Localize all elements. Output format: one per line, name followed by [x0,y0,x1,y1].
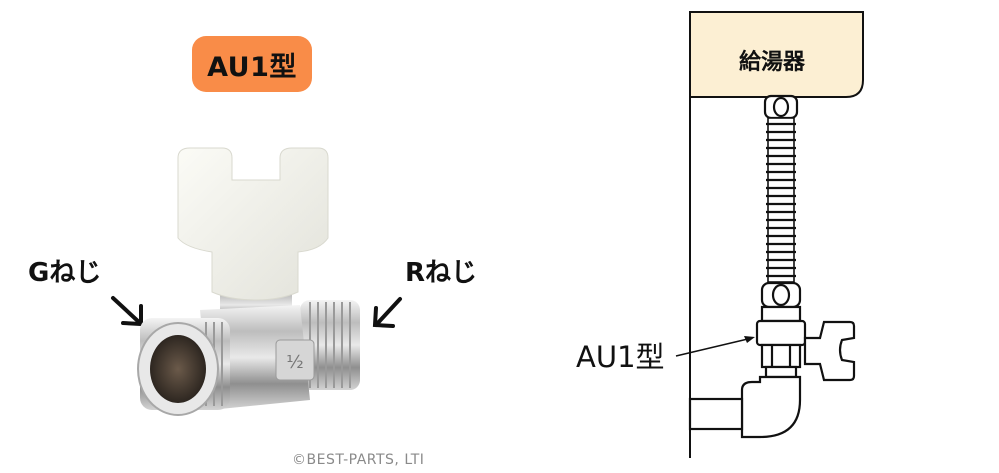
g-thread-label: Gねじ [28,258,102,288]
callout-label: AU1型 [576,340,665,374]
ball-valve-photo: ½ [137,147,360,416]
r-thread-arrow-icon [372,297,402,328]
flex-hose [767,117,795,283]
installation-diagram [675,11,864,458]
callout-arrow-line [675,337,753,357]
callout-arrowhead-icon [744,336,755,343]
copyright-text: ©BEST-PARTS, LTI [292,452,425,468]
model-badge-text: AU1型 [207,51,297,83]
water-heater-box [689,11,864,98]
model-badge: AU1型 [192,36,312,92]
water-heater-label: 給湯器 [739,50,806,75]
r-thread-label: Rねじ [405,258,478,288]
g-thread-arrow-icon [111,296,143,327]
valve-marking: ½ [286,352,303,373]
